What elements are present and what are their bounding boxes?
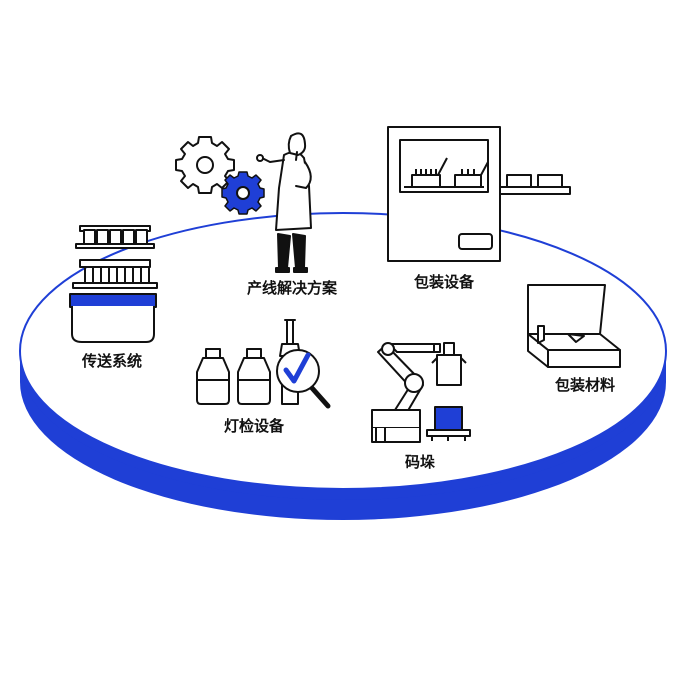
gear-icon xyxy=(221,171,265,215)
gear-icon xyxy=(175,136,235,194)
engineer-figure xyxy=(256,132,312,273)
open-carton-icon xyxy=(527,284,621,368)
conveyor-rack-icon xyxy=(69,225,158,343)
engineer-with-gears-icon xyxy=(175,132,312,273)
label-packaging-equipment: 包装设备 xyxy=(413,273,475,291)
packaging-machine-icon xyxy=(387,126,571,262)
label-conveyor-system: 传送系统 xyxy=(81,352,143,370)
vials-magnifier-check-icon xyxy=(196,319,331,409)
label-line-solution: 产线解决方案 xyxy=(246,279,338,297)
label-palletizing: 码垛 xyxy=(404,453,436,471)
robot-arm-palletizer-icon xyxy=(371,342,471,443)
platform xyxy=(19,212,667,520)
label-packaging-materials: 包装材料 xyxy=(554,376,616,394)
label-inspection-equipment: 灯检设备 xyxy=(223,417,285,435)
